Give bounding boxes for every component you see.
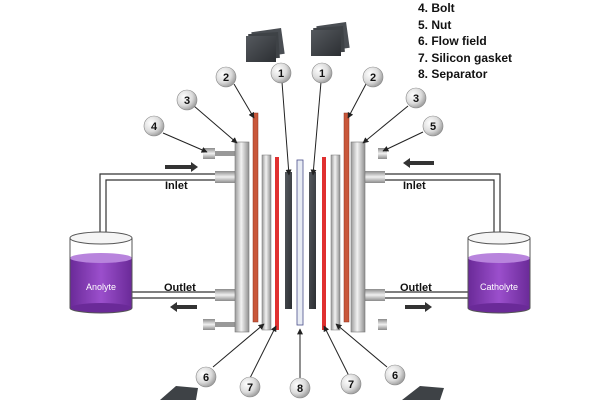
outlet-flow-arrow-left (177, 305, 197, 309)
badge-8: 8 (289, 377, 311, 399)
leader-lines (162, 81, 424, 379)
bolt-bottom-left (203, 319, 235, 330)
inlet-label-right: Inlet (403, 180, 426, 192)
badge-1-right: 1 (311, 62, 333, 84)
catholyte-label: Catholyte (480, 282, 518, 292)
anolyte-tank: Anolyte (69, 231, 133, 314)
legend-item-silicon-gasket: 7. Silicon gasket (418, 50, 513, 65)
inlet-stub-left (215, 171, 239, 183)
outlet-label-right: Outlet (400, 282, 432, 294)
badge-1-left: 1 (270, 62, 292, 84)
svg-text:3: 3 (184, 95, 190, 107)
electrode-left (285, 172, 292, 309)
svg-text:1: 1 (278, 68, 284, 80)
end-plate-right (350, 141, 366, 333)
svg-text:7: 7 (247, 382, 253, 394)
svg-text:1: 1 (319, 68, 325, 80)
svg-text:6: 6 (203, 372, 209, 384)
separator-membrane (296, 159, 304, 326)
outlet-stub-left (215, 289, 239, 301)
svg-text:2: 2 (370, 72, 376, 84)
flow-field-left (261, 154, 272, 331)
badge-6-right: 6 (384, 364, 406, 386)
svg-text:3: 3 (413, 93, 419, 105)
electrode-right (309, 172, 316, 309)
flow-field-right (330, 154, 341, 331)
inlet-stub-right (361, 171, 385, 183)
current-collector-right (343, 112, 350, 323)
gasket-right (322, 157, 326, 330)
anolyte-label: Anolyte (86, 282, 116, 292)
carbon-felt-stack-left (246, 28, 285, 62)
nut-top-right (378, 148, 387, 159)
bolt-top-left (203, 148, 235, 159)
outlet-label-left: Outlet (164, 282, 196, 294)
current-collector-left (252, 112, 259, 323)
nut-bottom-right (378, 319, 387, 330)
badge-6-left: 6 (195, 366, 217, 388)
gasket-left (275, 157, 279, 330)
inlet-label-left: Inlet (165, 180, 188, 192)
end-plate-left (234, 141, 250, 333)
carbon-felt-bottom-left (160, 386, 198, 400)
legend-item-flow-field: 6. Flow field (418, 34, 487, 48)
carbon-felt-bottom-right (402, 386, 444, 400)
svg-text:4: 4 (151, 121, 158, 133)
outlet-flow-arrow-right (405, 305, 425, 309)
legend-item-separator: 8. Separator (418, 67, 488, 81)
badge-5: 5 (422, 115, 444, 137)
outlet-stub-right (361, 289, 385, 301)
badge-2-left: 2 (215, 66, 237, 88)
legend: 4. Bolt 5. Nut 6. Flow field 7. Silicon … (418, 0, 512, 83)
carbon-felt-stack-right (311, 22, 350, 56)
svg-text:7: 7 (348, 379, 354, 391)
badge-7-right: 7 (340, 373, 362, 395)
svg-text:5: 5 (430, 121, 436, 133)
catholyte-tank: Catholyte (467, 231, 531, 314)
badge-3-left: 3 (176, 89, 198, 111)
legend-item-bolt: 4. Bolt (418, 1, 455, 15)
badge-7-left: 7 (239, 376, 261, 398)
inlet-flow-arrow-right (410, 161, 434, 165)
svg-text:6: 6 (392, 370, 398, 382)
badge-2-right: 2 (362, 66, 384, 88)
svg-text:8: 8 (297, 383, 303, 395)
badge-4: 4 (143, 115, 165, 137)
legend-item-nut: 5. Nut (418, 17, 452, 32)
badge-3-right: 3 (405, 87, 427, 109)
svg-text:2: 2 (223, 72, 229, 84)
inlet-flow-arrow-left (165, 165, 191, 169)
